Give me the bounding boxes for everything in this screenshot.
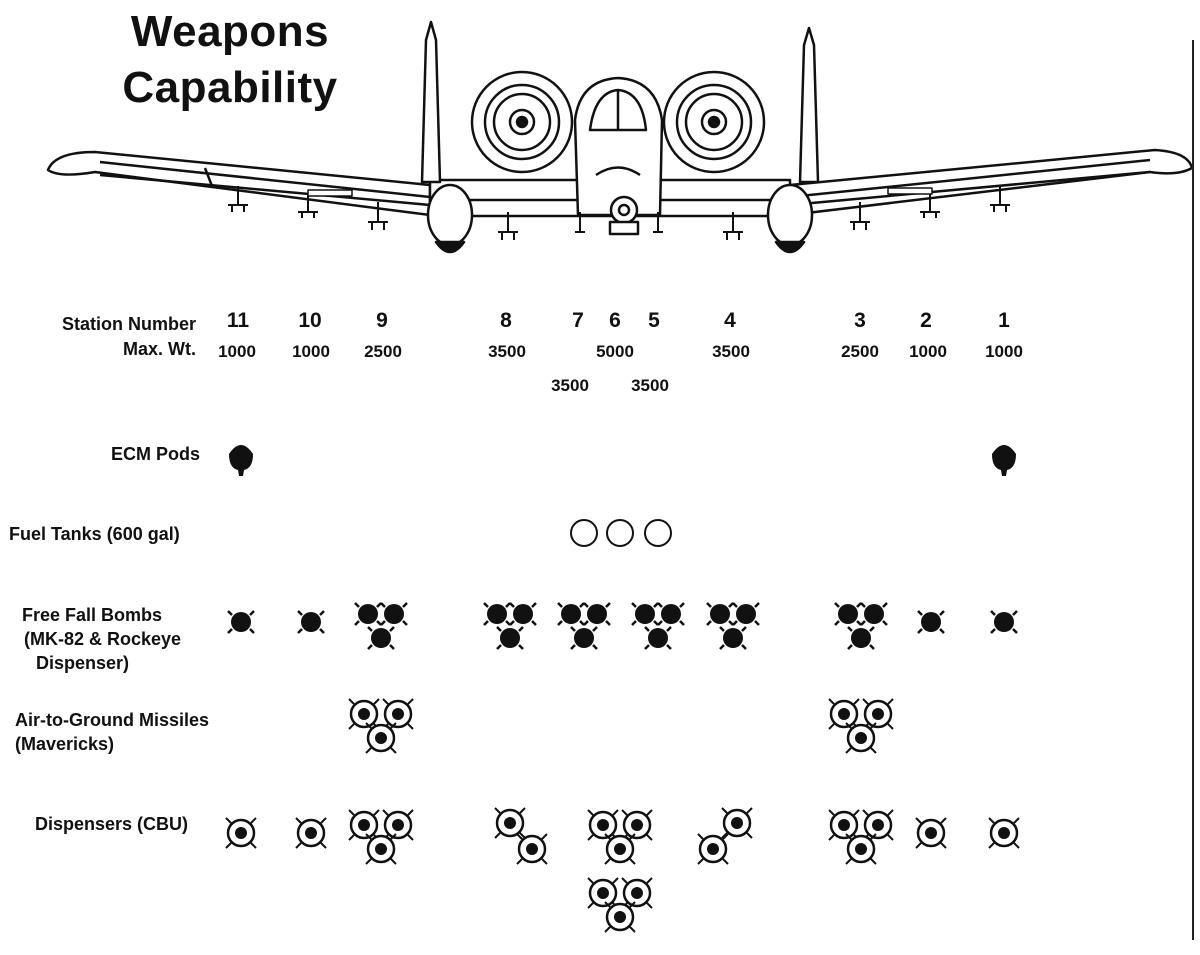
category-label-missiles: Air-to-Ground Missiles (Mavericks) (15, 708, 255, 756)
category-label-line: (MK-82 & Rockeye (24, 629, 182, 649)
station-number-3: 3 (854, 309, 866, 332)
page-title: Weapons Capability (95, 4, 365, 116)
station-number-1: 1 (998, 309, 1010, 332)
station-number-5: 5 (648, 309, 660, 332)
cbu-dispenser-icon (382, 809, 414, 841)
max-weight-8: 3500 (488, 342, 526, 361)
fuel-tank-icon (644, 519, 672, 547)
bomb-icon (631, 602, 659, 626)
title-line-1: Weapons (130, 7, 330, 56)
bomb-icon (644, 626, 672, 650)
maverick-missile-icon (382, 698, 414, 730)
bomb-icon (657, 602, 685, 626)
max-weight-label: Max. Wt. (122, 339, 196, 359)
max-weight-3: 2500 (841, 342, 879, 361)
station-number-11: 11 (226, 309, 250, 332)
category-label-line: Dispenser) (36, 653, 130, 673)
fuel-tank-icon (606, 519, 634, 547)
category-label-ecm-pods: ECM Pods (110, 444, 200, 464)
station-number-10: 10 (298, 309, 322, 332)
cbu-dispenser-icon (604, 901, 636, 933)
maverick-missile-icon (828, 698, 860, 730)
bomb-icon (380, 602, 408, 626)
bomb-icon (990, 610, 1018, 634)
cbu-dispenser-icon (828, 809, 860, 841)
maverick-missile-icon (365, 722, 397, 754)
cbu-dispenser-icon (721, 807, 753, 839)
maverick-missile-icon (862, 698, 894, 730)
bomb-icon (860, 602, 888, 626)
cbu-dispenser-icon (587, 809, 619, 841)
max-weight-11: 1000 (218, 342, 256, 361)
bomb-icon (732, 602, 760, 626)
cbu-dispenser-icon (295, 817, 327, 849)
bomb-icon (483, 602, 511, 626)
cbu-dispenser-icon (988, 817, 1020, 849)
aircraft-front-view-illustration (46, 20, 1194, 254)
bomb-icon (917, 610, 945, 634)
cbu-dispenser-icon (604, 833, 636, 865)
cbu-dispenser-icon (915, 817, 947, 849)
category-label-line: Air-to-Ground Missiles (15, 710, 210, 730)
cbu-dispenser-icon (621, 809, 653, 841)
bomb-icon (834, 602, 862, 626)
cbu-dispenser-icon (494, 807, 526, 839)
station-number-4: 4 (724, 309, 736, 332)
station-number-2: 2 (920, 309, 932, 332)
bomb-icon (496, 626, 524, 650)
max-weight-5: 3500 (631, 376, 669, 395)
cbu-dispenser-icon (621, 877, 653, 909)
bomb-icon (719, 626, 747, 650)
station-number-6: 6 (609, 309, 621, 332)
max-weight-1: 1000 (985, 342, 1023, 361)
station-number-9: 9 (376, 309, 388, 332)
maverick-missile-icon (845, 722, 877, 754)
bomb-icon (583, 602, 611, 626)
category-label-line: (Mavericks) (15, 734, 115, 754)
cbu-dispenser-icon (697, 833, 729, 865)
cbu-dispenser-icon (516, 833, 548, 865)
category-label-line: Free Fall Bombs (22, 605, 163, 625)
page-edge-line (1192, 40, 1194, 940)
bomb-icon (847, 626, 875, 650)
category-label-fuel-tanks: Fuel Tanks (600 gal) (9, 524, 180, 544)
max-weight-9: 2500 (364, 342, 402, 361)
ecm-pod-icon (992, 445, 1016, 476)
title-line-2: Capability (122, 63, 338, 112)
station-number-7: 7 (572, 309, 584, 332)
cbu-dispenser-icon (587, 877, 619, 909)
category-label-dispensers: Dispensers (CBU) (35, 814, 189, 834)
ecm-pod-icon (229, 445, 253, 476)
max-weight-4: 3500 (712, 342, 750, 361)
max-weight-10: 1000 (292, 342, 330, 361)
cbu-dispenser-icon (365, 833, 397, 865)
category-label-free-fall-bombs: Free Fall Bombs (MK-82 & Rockeye Dispens… (22, 603, 222, 675)
bomb-icon (297, 610, 325, 634)
bomb-icon (354, 602, 382, 626)
cbu-dispenser-icon (845, 833, 877, 865)
bomb-icon (367, 626, 395, 650)
bomb-icon (570, 626, 598, 650)
station-number-8: 8 (500, 309, 512, 332)
bomb-icon (557, 602, 585, 626)
max-weight-7: 3500 (551, 376, 589, 395)
max-weight-2: 1000 (909, 342, 947, 361)
cbu-dispenser-icon (862, 809, 894, 841)
cbu-dispenser-icon (225, 817, 257, 849)
maverick-missile-icon (348, 698, 380, 730)
bomb-icon (706, 602, 734, 626)
cbu-dispenser-icon (348, 809, 380, 841)
bomb-icon (509, 602, 537, 626)
station-number-label: Station Number (61, 314, 196, 334)
fuel-tank-icon (570, 519, 598, 547)
bomb-icon (227, 610, 255, 634)
max-weight-6: 5000 (596, 342, 634, 361)
